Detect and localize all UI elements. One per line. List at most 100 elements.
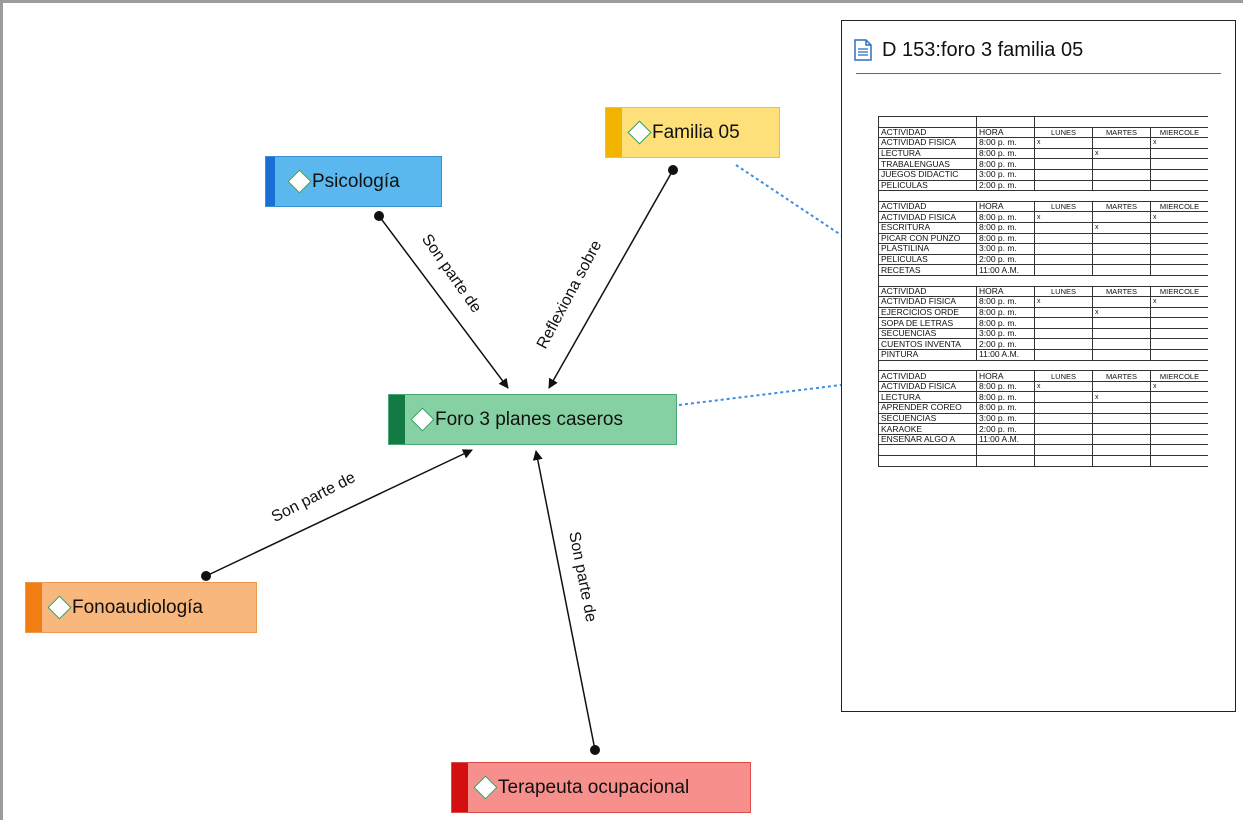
node-familia-05[interactable]: Familia 05 — [605, 107, 780, 158]
table-cell — [1092, 327, 1151, 340]
table-cell: 3:00 p. m. — [976, 327, 1035, 340]
edge-familia-foro[interactable] — [548, 169, 674, 389]
table-cell: 8:00 p. m. — [976, 391, 1035, 404]
table-cell — [1150, 412, 1208, 425]
table-cell: HORA — [976, 126, 1035, 139]
table-cell: x — [1034, 380, 1093, 393]
node-fonoaudiologia[interactable]: Fonoaudiología — [25, 582, 257, 633]
edges-layer — [201, 164, 842, 755]
table-cell — [1092, 338, 1151, 351]
table-cell: ACTIVIDAD FISICA — [878, 137, 977, 149]
document-icon — [854, 39, 872, 61]
table-cell — [976, 455, 1035, 467]
table-cell — [1150, 455, 1208, 467]
edge-psicologia-foro[interactable] — [378, 215, 509, 389]
node-terapeuta-ocupacional[interactable]: Terapeuta ocupacional — [451, 762, 751, 813]
document-preview[interactable]: D 153:foro 3 familia 05 semACTIVIDADHORA… — [841, 20, 1236, 712]
table-cell: PELICULAS — [878, 179, 977, 192]
table-cell — [1092, 433, 1151, 446]
table-cell: HORA — [976, 200, 1035, 213]
table-cell: KARAOKE — [878, 423, 977, 435]
table-cell: EJERCICIOS ORDE — [878, 306, 977, 319]
node-strip — [389, 395, 405, 444]
table-cell — [1150, 423, 1208, 435]
edge-terapeuta-foro[interactable] — [532, 450, 596, 751]
table-cell: x — [1092, 306, 1151, 319]
node-psicologia[interactable]: Psicología — [265, 156, 442, 207]
edge-dot-psicologia — [374, 211, 384, 221]
table-cell — [1150, 243, 1208, 255]
table-cell — [1034, 221, 1093, 234]
table-cell — [1034, 253, 1093, 266]
table-cell: 8:00 p. m. — [976, 306, 1035, 319]
table-cell: LUNES — [1034, 200, 1093, 213]
week-label: SEMANA 2 — [878, 190, 1208, 202]
table-cell — [1092, 423, 1151, 435]
table-cell: 8:00 p. m. — [976, 380, 1035, 393]
table-cell: LECTURA — [878, 391, 977, 404]
table-cell — [1092, 317, 1151, 329]
document-header: D 153:foro 3 familia 05 — [854, 35, 1083, 65]
table-cell — [1092, 211, 1151, 223]
table-cell: ACTIVIDAD — [878, 370, 977, 382]
table-cell: PINTURA — [878, 349, 977, 361]
node-label: Psicología — [312, 170, 400, 192]
edge-fono-foro[interactable] — [205, 449, 473, 577]
table-cell: x — [1034, 211, 1093, 223]
table-cell — [1092, 243, 1151, 255]
table-cell: 8:00 p. m. — [976, 147, 1035, 160]
table-cell: MARTES — [1092, 126, 1151, 139]
table-cell — [1034, 338, 1093, 351]
node-strip — [606, 108, 622, 157]
table-cell: MARTES — [1092, 370, 1151, 382]
table-cell: PLASTILINA — [878, 243, 977, 255]
table-row: sem — [878, 116, 1208, 128]
table-cell — [1092, 412, 1151, 425]
table-cell — [1034, 179, 1093, 192]
table-cell — [1034, 391, 1093, 404]
table-cell: 8:00 p. m. — [976, 296, 1035, 308]
table-cell: x — [1150, 211, 1208, 223]
table-cell: 11:00 A.M. — [976, 264, 1035, 276]
table-cell — [1092, 253, 1151, 266]
table-cell: PELICULAS — [878, 253, 977, 266]
table-cell — [976, 444, 1035, 456]
table-cell — [1150, 179, 1208, 192]
table-cell — [1150, 433, 1208, 446]
table-cell: 8:00 p. m. — [976, 137, 1035, 149]
table-row: SEMANA 3 — [878, 274, 1208, 287]
table-cell — [1150, 221, 1208, 234]
code-diamond-icon — [47, 594, 72, 620]
table-row: SEMANA 2 — [878, 190, 1208, 202]
table-cell: SECUENCIAS — [878, 412, 977, 425]
table-cell — [1150, 444, 1208, 456]
table-cell — [1150, 264, 1208, 276]
table-cell: 2:00 p. m. — [976, 253, 1035, 266]
table-cell — [1034, 147, 1093, 160]
node-foro-3-planes-caseros[interactable]: Foro 3 planes caseros — [388, 394, 677, 445]
table-cell — [1034, 423, 1093, 435]
table-cell — [1034, 402, 1093, 414]
code-diamond-icon — [410, 406, 435, 432]
table-row — [878, 444, 1208, 456]
table-cell: MIERCOLE — [1150, 370, 1208, 382]
table-cell — [1034, 455, 1093, 467]
table-cell — [976, 116, 1035, 128]
table-cell: MIERCOLE — [1150, 200, 1208, 213]
table-cell — [878, 116, 977, 128]
table-cell — [1034, 306, 1093, 319]
table-cell — [1092, 296, 1151, 308]
